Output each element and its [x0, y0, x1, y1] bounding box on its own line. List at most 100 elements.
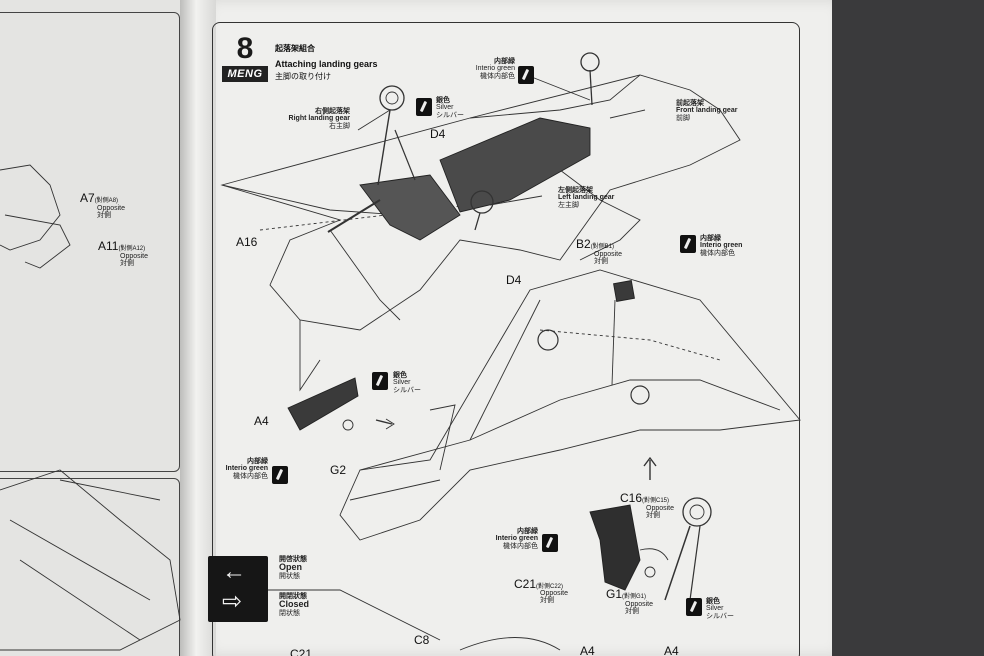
- paint-silver-top-cn: 銀色: [436, 97, 450, 104]
- front-gear-label: 前起落架 Front landing gear 前脚: [676, 100, 737, 122]
- gear-bay-panel: [439, 117, 591, 213]
- paint-silver-bottom-en: Silver: [706, 605, 724, 613]
- c16-wheel: [682, 497, 712, 527]
- left-gear-jp: 左主脚: [558, 201, 579, 209]
- front-gear-wheel: [580, 52, 600, 72]
- paint-silver-top-jp: シルバー: [436, 111, 464, 119]
- right-page: [200, 0, 832, 656]
- paint-interior-a4-en: Interio green: [225, 465, 268, 473]
- part-label-c21-bottom: C21: [290, 647, 313, 656]
- c21-opposite-en: Opposite: [540, 590, 569, 597]
- arrow-left-icon: ←: [222, 558, 246, 585]
- paint-brush-icon: [272, 466, 288, 484]
- left-gear-label: 左側起落架 Left landing gear 左主脚: [558, 187, 614, 209]
- part-label-a7-num: A7: [80, 191, 95, 205]
- paint-brush-icon: [686, 598, 702, 616]
- paint-interior-a4: 内部緑 Interio green 機体内部色: [212, 458, 268, 480]
- part-label-d4-top: D4: [430, 127, 446, 141]
- paint-silver-g2: 銀色 Silver シルバー: [393, 372, 421, 394]
- paint-silver-bottom-jp: シルバー: [706, 612, 734, 620]
- step-number: 8: [236, 32, 254, 65]
- paint-interior-c21-jp: 機体内部色: [503, 542, 538, 550]
- left-gear-cn: 左側起落架: [558, 187, 593, 194]
- part-label-a7: A7(對側A8): [80, 192, 118, 205]
- paint-interior-a4-jp: 機体内部色: [233, 472, 268, 480]
- paint-interior-b2-cn: 内部緑: [700, 235, 721, 242]
- left-gear-en: Left landing gear: [558, 194, 615, 202]
- part-label-b2-sub: (對側B1): [590, 244, 615, 250]
- part-label-a4-bottom-2: A4: [664, 644, 679, 656]
- part-label-c16-sub: (對側C15): [642, 498, 670, 504]
- b2-opposite: Opposite 対側: [594, 251, 622, 266]
- part-label-c16: C16(對側C15): [620, 492, 669, 505]
- arrow-right-outline-icon: ⇨: [222, 588, 243, 615]
- part-label-b2: B2(對側B1): [576, 238, 614, 251]
- legend-closed-cn: 開閉狀態: [279, 593, 307, 600]
- g1-opposite-cn: 対側: [625, 608, 639, 616]
- part-label-c21-num: C21: [514, 577, 537, 591]
- part-label-a16: A16: [236, 235, 258, 249]
- legend-open-jp: 開状態: [279, 572, 300, 580]
- paint-silver-g2-jp: シルバー: [393, 386, 421, 394]
- a7-opposite-en: Opposite: [97, 205, 126, 212]
- g1-opposite: Opposite 対側: [625, 601, 653, 616]
- part-label-a4: A4: [254, 414, 269, 428]
- step-title-jp2: 主脚の取り付け: [275, 72, 331, 81]
- paint-silver-top: 銀色 Silver シルバー: [436, 97, 464, 119]
- c21-opposite-cn: 対側: [540, 597, 554, 605]
- paint-brush-icon: [680, 235, 696, 253]
- a11-opposite-en: Opposite: [120, 253, 149, 260]
- left-page: [0, 0, 205, 656]
- lower-aircraft-outline: [339, 269, 801, 541]
- right-gear-en: Right landing gear: [288, 115, 350, 123]
- open-closed-legend: [208, 556, 268, 622]
- paint-interior-b2: 内部緑 Interio green 機体内部色: [700, 235, 742, 257]
- upper-aircraft-outline: [220, 74, 741, 331]
- c16-opposite: Opposite 対側: [646, 505, 674, 520]
- left-page-part-outline: [0, 164, 61, 251]
- book-gutter: [180, 0, 216, 656]
- part-label-d4-mid: D4: [506, 273, 522, 287]
- c16-opposite-cn: 対側: [646, 512, 660, 520]
- part-label-c21-sub: (對側C22): [536, 584, 564, 590]
- legend-closed-jp: 閉状態: [279, 609, 300, 617]
- paint-silver-bottom: 銀色 Silver シルバー: [706, 598, 734, 620]
- paint-interior-b2-en: Interio green: [700, 242, 743, 250]
- part-label-c21: C21(對側C22): [514, 578, 563, 591]
- part-label-g1: G1(對側G1): [606, 588, 646, 601]
- front-gear-en: Front landing gear: [676, 107, 738, 115]
- paint-interior-top-cn: 内部緑: [494, 58, 515, 65]
- left-page-frame-lower: [0, 478, 180, 656]
- a11-opposite: Opposite 対側: [120, 253, 148, 268]
- c21-door: [589, 504, 641, 591]
- part-label-g2: G2: [330, 463, 347, 477]
- left-page-lower-part: [0, 469, 181, 651]
- part-label-a7-sub: (對側A8): [94, 198, 119, 204]
- brand-logo: MENG: [222, 66, 268, 82]
- step-title-en: Attaching landing gears: [275, 59, 378, 69]
- right-gear-cn: 右側起落架: [315, 108, 350, 115]
- paint-silver-g2-en: Silver: [393, 379, 411, 387]
- part-label-g1-sub: (對側G1): [622, 594, 647, 600]
- right-gear-wheel: [379, 85, 405, 111]
- paint-brush-icon: [518, 66, 534, 84]
- g1-opposite-en: Opposite: [625, 601, 654, 608]
- paint-brush-icon: [372, 372, 388, 390]
- paint-interior-top: 内部緑 Interio green 機体内部色: [455, 58, 515, 80]
- paint-silver-g2-cn: 銀色: [393, 372, 407, 379]
- legend-closed: 開閉狀態 Closed 閉状態: [279, 593, 309, 617]
- right-gear-label: 右側起落架 Right landing gear 右主脚: [270, 108, 350, 130]
- front-gear-cn: 前起落架: [676, 100, 704, 107]
- left-page-frame: [0, 12, 180, 472]
- paint-brush-icon: [542, 534, 558, 552]
- legend-closed-en: Closed: [279, 599, 310, 610]
- paint-interior-top-jp: 機体内部色: [480, 72, 515, 80]
- step-title-jp: 起落架組合: [275, 44, 315, 53]
- paint-interior-c21-en: Interio green: [495, 535, 538, 543]
- a11-opposite-cn: 対側: [120, 260, 134, 268]
- part-label-c8: C8: [414, 633, 430, 647]
- paint-brush-icon: [416, 98, 432, 116]
- c21-opposite: Opposite 対側: [540, 590, 568, 605]
- paint-interior-c21-cn: 内部緑: [517, 528, 538, 535]
